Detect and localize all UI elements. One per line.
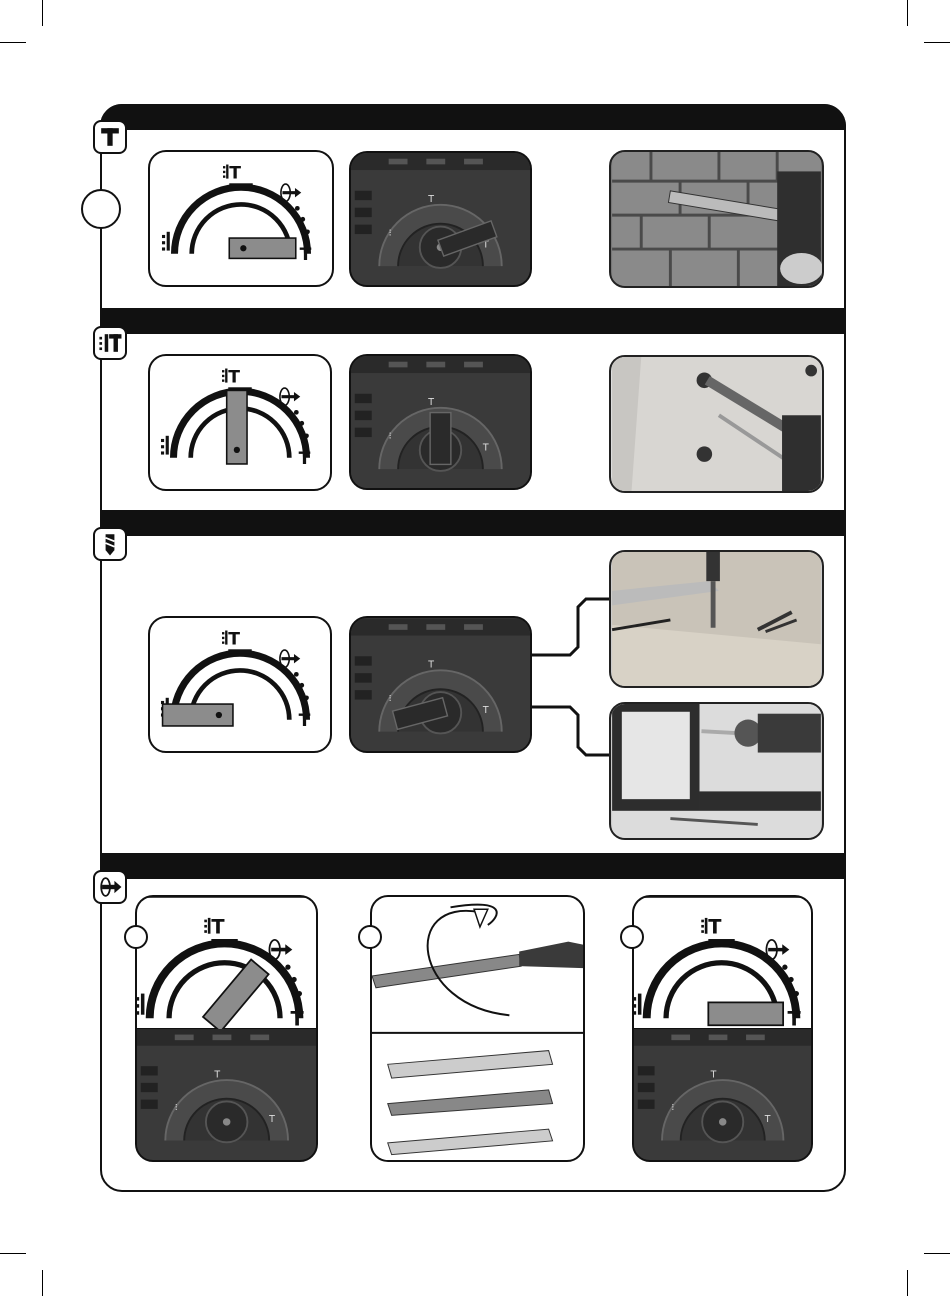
crop-mark bbox=[0, 42, 26, 43]
step-circle bbox=[124, 925, 148, 949]
crop-mark bbox=[42, 1270, 43, 1296]
crop-mark bbox=[907, 0, 908, 26]
dial-label-hammer: T bbox=[788, 1007, 802, 1030]
section-header-band bbox=[100, 853, 846, 879]
dial-label-chisel-rotate: T bbox=[291, 1007, 305, 1030]
section-header-band bbox=[100, 104, 846, 130]
step-circle bbox=[81, 189, 121, 229]
step-1-card: T T bbox=[135, 895, 318, 1162]
dial-label-hammer-drill: T bbox=[229, 164, 241, 184]
step-3-card: T T bbox=[632, 895, 813, 1162]
crop-mark bbox=[42, 0, 43, 26]
step-circle bbox=[620, 925, 644, 949]
step-2-card bbox=[370, 895, 585, 1162]
wood-drilling-photo bbox=[609, 550, 824, 688]
step-circle bbox=[358, 925, 382, 949]
tool-switch-photo bbox=[349, 616, 532, 753]
selector-lever bbox=[229, 238, 296, 258]
crop-mark bbox=[924, 42, 950, 43]
chiseling-brick-photo bbox=[609, 150, 824, 288]
crop-mark bbox=[0, 1253, 26, 1254]
hammer-drill-icon bbox=[93, 326, 127, 360]
mode-dial-diagram: T T bbox=[148, 354, 332, 491]
section-header-band bbox=[100, 308, 846, 334]
dial-label-hammer: T bbox=[299, 449, 311, 469]
tool-switch-photo bbox=[349, 151, 532, 287]
mode-dial-diagram: T T bbox=[148, 616, 332, 753]
crop-mark bbox=[907, 1270, 908, 1296]
crop-mark bbox=[924, 1253, 950, 1254]
dial-label-hammer: T bbox=[299, 711, 311, 731]
window-frame-drilling-photo bbox=[609, 702, 824, 840]
dial-label-hammer-drill: T bbox=[228, 368, 240, 388]
section-header-band bbox=[100, 510, 846, 536]
dial-label-hammer-drill: T bbox=[228, 630, 240, 650]
callout-connector bbox=[530, 595, 620, 765]
selector-lever bbox=[163, 704, 233, 726]
mode-dial-diagram: T T bbox=[148, 150, 334, 287]
tool-switch-photo bbox=[349, 354, 532, 490]
dial-label-hammer: T bbox=[300, 245, 312, 265]
dial-label-hammer-drill: T bbox=[708, 916, 722, 939]
drill-bit-icon bbox=[93, 527, 127, 561]
dial-label-hammer-drill: T bbox=[211, 916, 225, 939]
hammer-icon bbox=[93, 120, 127, 154]
concrete-drilling-photo bbox=[609, 355, 824, 493]
rotate-arrow-icon bbox=[93, 870, 127, 904]
selector-lever bbox=[708, 1002, 783, 1025]
